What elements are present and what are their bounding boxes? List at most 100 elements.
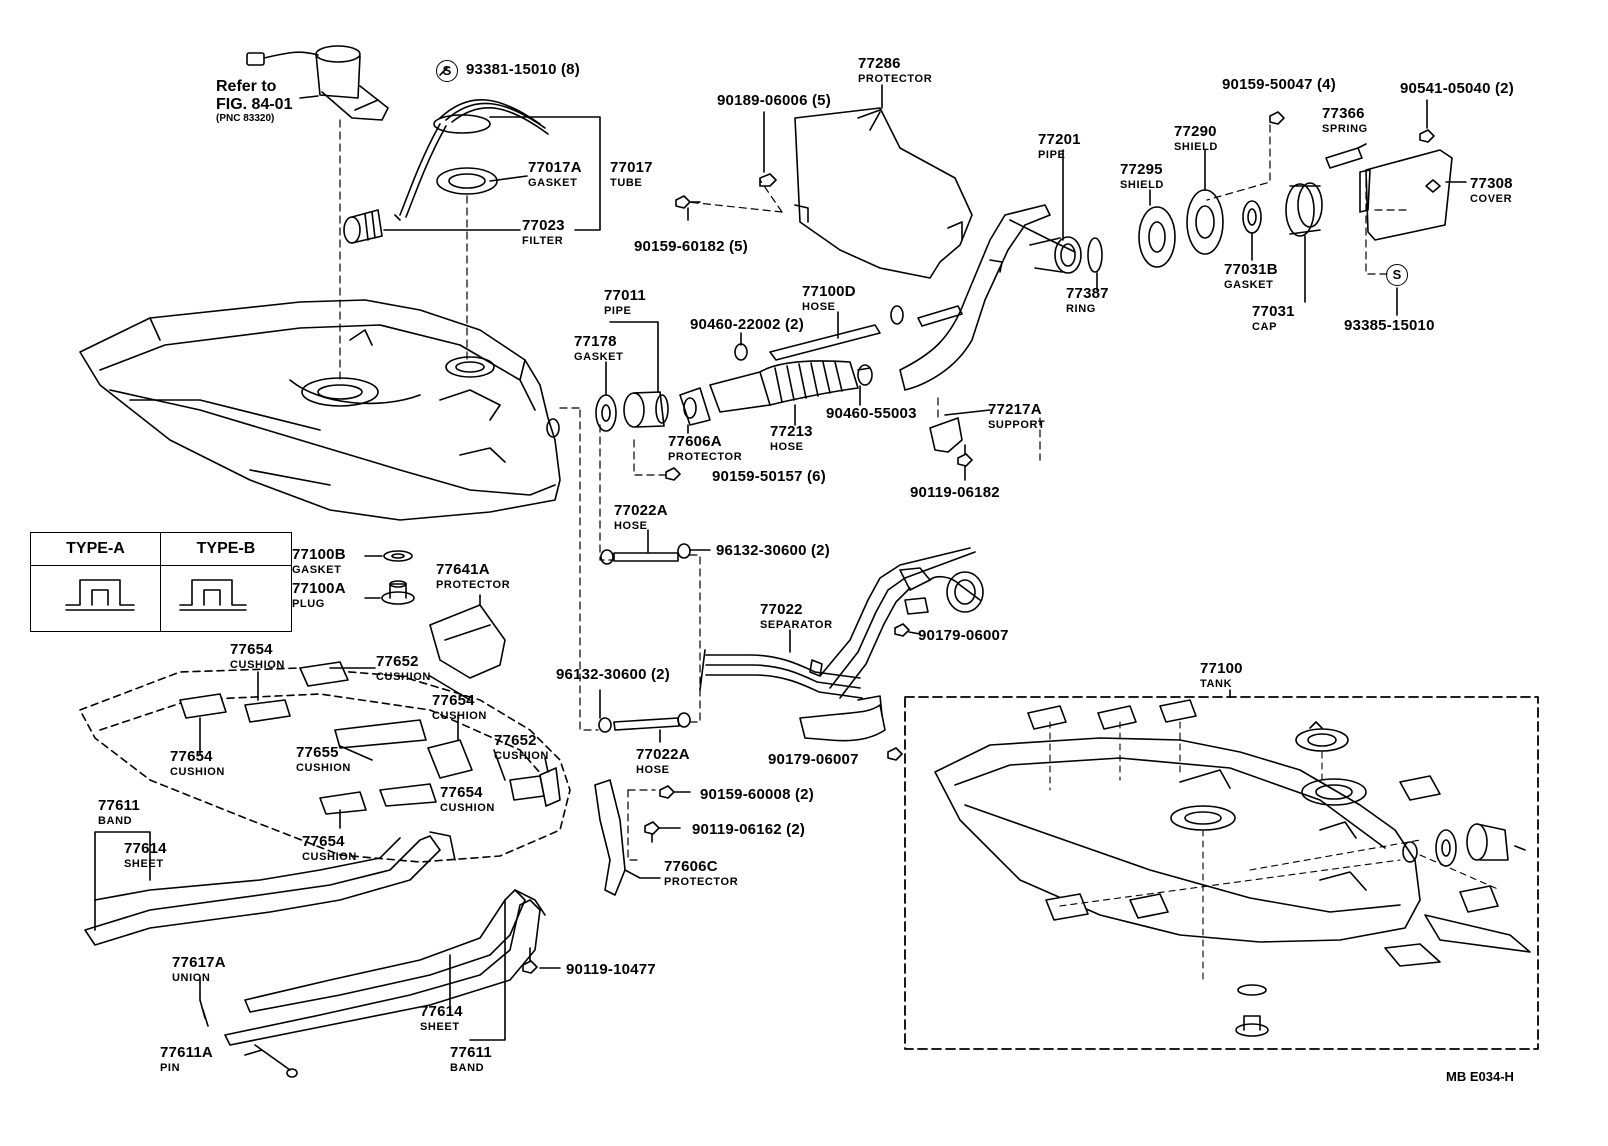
part-number: 77617A [172, 954, 226, 971]
part-name: SHIELD [1174, 141, 1218, 153]
inset-guides [1049, 721, 1501, 981]
gasket-77017a [436, 167, 498, 195]
label-90159-60182: 90159-60182 (5) [634, 238, 748, 255]
part-number: 77031 [1252, 303, 1295, 320]
label-77614-a: 77614 SHEET [124, 841, 167, 870]
part-number: 77023 [522, 217, 565, 234]
label-77100d: 77100D HOSE [802, 284, 856, 313]
part-number: 77654 [432, 692, 475, 709]
part-number: 77031B [1224, 261, 1278, 278]
fuel-tank-lower [79, 667, 571, 863]
hose-77213 [709, 360, 859, 413]
band-sheet-left [84, 831, 456, 946]
label-77295: 77295 SHIELD [1120, 162, 1164, 191]
label-77641a: 77641A PROTECTOR [436, 562, 510, 591]
bolt-90159-50047 [1269, 111, 1285, 125]
label-77011: 77011 PIPE [604, 288, 646, 317]
label-77100a: 77100A PLUG [292, 581, 346, 610]
part-number: 77611 [450, 1044, 492, 1061]
part-number: 77217A [988, 401, 1042, 418]
part-name: GASKET [1224, 279, 1274, 291]
bolt-90119-06162 [644, 821, 660, 843]
part-name: HOSE [770, 441, 804, 453]
inset-cushions [1027, 699, 1531, 967]
type-b-label: TYPE-B [161, 533, 291, 566]
part-name: CUSHION [494, 750, 549, 762]
plug-77100a [381, 580, 415, 605]
part-number: 77614 [124, 840, 167, 857]
part-number: 77652 [376, 653, 419, 670]
diagram-code: MB E034-H [1446, 1069, 1514, 1084]
part-name: CUSHION [230, 659, 285, 671]
part-number: 77308 [1470, 175, 1513, 192]
part-name: GASKET [292, 564, 342, 576]
label-77308: 77308 COVER [1470, 176, 1513, 205]
part-name: PROTECTOR [858, 73, 933, 85]
part-name: SHIELD [1120, 179, 1164, 191]
part-number: 77201 [1038, 131, 1081, 148]
part-name: RING [1066, 303, 1096, 315]
part-number: 77295 [1120, 161, 1163, 178]
part-number: 77100D [802, 283, 856, 300]
gasket-77178 [595, 394, 617, 432]
part-number: 77654 [302, 833, 345, 850]
nut-90189 [759, 173, 777, 187]
part-name: HOSE [636, 764, 670, 776]
clamp-90460-55003 [857, 364, 873, 386]
part-number: 77213 [770, 423, 813, 440]
part-name: GASKET [528, 177, 578, 189]
leader-77611a [244, 1049, 263, 1056]
part-number: 77614 [420, 1003, 463, 1020]
label-77100-tank: 77100 TANK [1200, 661, 1243, 690]
protector-77606c [594, 779, 626, 896]
label-77606a: 77606A PROTECTOR [668, 434, 742, 463]
part-number: 77606C [664, 858, 718, 875]
type-a-label: TYPE-A [31, 533, 161, 566]
hose-77100d [769, 324, 881, 361]
label-77655: 77655 CUSHION [296, 745, 351, 774]
part-name: FILTER [522, 235, 564, 247]
label-77022a-bot: 77022A HOSE [636, 747, 690, 776]
label-90189: 90189-06006 (5) [717, 92, 831, 109]
label-77611-a: 77611 BAND [98, 798, 140, 827]
label-77286: 77286 PROTECTOR [858, 56, 932, 85]
cover-77308 [1359, 149, 1453, 241]
part-name: BAND [98, 815, 133, 827]
inset-parts [1235, 721, 1526, 1037]
part-name: SUPPORT [988, 419, 1046, 431]
part-name: PROTECTOR [436, 579, 511, 591]
label-77654-a: 77654 CUSHION [230, 642, 285, 671]
label-90119-10477: 90119-10477 [566, 961, 656, 978]
s-symbol-93381: S [436, 60, 458, 82]
shield-77290 [1186, 189, 1224, 255]
label-96132-top: 96132-30600 (2) [716, 542, 830, 559]
label-77366: 77366 SPRING [1322, 106, 1368, 135]
part-number: 77387 [1066, 285, 1109, 302]
fuel-tank-inset [934, 737, 1421, 943]
label-90159-50047: 90159-50047 (4) [1222, 76, 1336, 93]
ring-77387 [1087, 237, 1103, 273]
part-name: SEPARATOR [760, 619, 833, 631]
separator-77022 [699, 547, 984, 699]
part-name: TUBE [610, 177, 643, 189]
type-a-cell [31, 566, 161, 631]
part-name: PIPE [604, 305, 632, 317]
leader-90179-a [908, 631, 921, 635]
ref-line2: FIG. 84-01 [216, 95, 293, 113]
part-number: 77606A [668, 433, 722, 450]
part-name: CUSHION [440, 802, 495, 814]
part-name: SHEET [124, 858, 164, 870]
label-77654-e: 77654 CUSHION [302, 834, 357, 863]
tank-inset-box [904, 696, 1539, 1050]
part-number: 77641A [436, 561, 490, 578]
label-77022a-top: 77022A HOSE [614, 503, 668, 532]
label-90119-06162: 90119-06162 (2) [692, 821, 806, 838]
part-name: COVER [1470, 193, 1513, 205]
support-77217a [929, 409, 991, 453]
union-77617a [199, 999, 209, 1027]
nut-90179-a [894, 623, 910, 637]
part-number: 77652 [494, 732, 537, 749]
gasket-77100b [383, 550, 413, 562]
label-77652-a: 77652 CUSHION [376, 654, 431, 683]
